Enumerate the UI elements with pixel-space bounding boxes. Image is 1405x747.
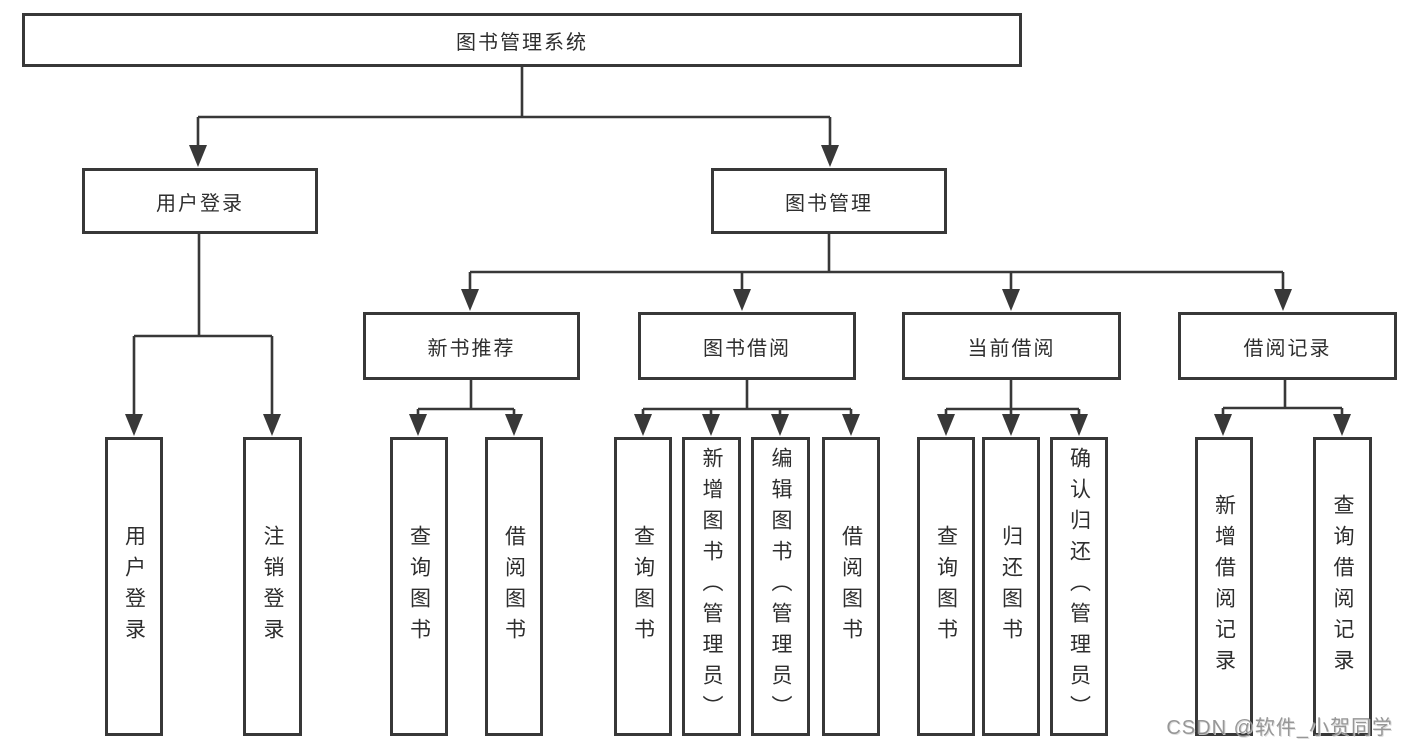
node-label: 借阅图书	[502, 524, 526, 649]
node-new-book-recommend: 新书推荐	[363, 312, 580, 380]
node-book-borrow: 图书借阅	[638, 312, 856, 380]
node-borrow-records: 借阅记录	[1178, 312, 1397, 380]
node-label: 新增借阅记录	[1212, 493, 1236, 680]
node-label: 图书管理	[785, 192, 873, 215]
node-label: 查询图书	[407, 524, 431, 649]
node-label: 用户登录	[156, 192, 244, 215]
node-current-borrow: 当前借阅	[902, 312, 1121, 380]
node-query-books-current: 查询图书	[917, 437, 975, 736]
csdn-watermark: CSDN @软件_小贺同学	[1166, 717, 1393, 739]
node-query-books-recommend: 查询图书	[390, 437, 448, 736]
node-label: 注销登录	[261, 524, 284, 649]
node-label: 查询图书	[631, 524, 655, 649]
node-add-books-admin: 新增图书（管理员）	[682, 437, 741, 736]
node-return-books: 归还图书	[982, 437, 1040, 736]
node-add-borrow-record: 新增借阅记录	[1195, 437, 1253, 736]
node-label: 查询图书	[934, 524, 958, 649]
node-user-login: 用户登录	[82, 168, 318, 234]
arrowheads	[125, 145, 1351, 436]
node-label: 借阅记录	[1243, 337, 1332, 360]
node-confirm-return-admin: 确认归还（管理员）	[1050, 437, 1108, 736]
node-label: 借阅图书	[839, 524, 863, 649]
node-edit-books-admin: 编辑图书（管理员）	[751, 437, 810, 736]
node-label: 新书推荐	[427, 337, 516, 360]
node-label: 归还图书	[999, 524, 1023, 649]
node-book-management: 图书管理	[711, 168, 947, 234]
node-label: 确认归还（管理员）	[1067, 447, 1091, 726]
node-borrow-books-leaf: 借阅图书	[822, 437, 880, 736]
node-root: 图书管理系统	[22, 13, 1022, 67]
node-query-books-borrow: 查询图书	[614, 437, 672, 736]
node-borrow-books-recommend: 借阅图书	[485, 437, 543, 736]
node-logout-leaf: 注销登录	[243, 437, 302, 736]
node-query-borrow-record: 查询借阅记录	[1313, 437, 1372, 736]
node-user-login-leaf: 用户登录	[105, 437, 163, 736]
node-label: 图书管理系统	[456, 31, 588, 54]
node-label: 编辑图书（管理员）	[769, 447, 792, 726]
node-label: 用户登录	[122, 524, 146, 649]
node-label: 查询借阅记录	[1331, 493, 1354, 680]
node-label: 当前借阅	[967, 337, 1056, 360]
node-label: 图书借阅	[703, 337, 791, 360]
node-label: 新增图书（管理员）	[700, 447, 723, 726]
